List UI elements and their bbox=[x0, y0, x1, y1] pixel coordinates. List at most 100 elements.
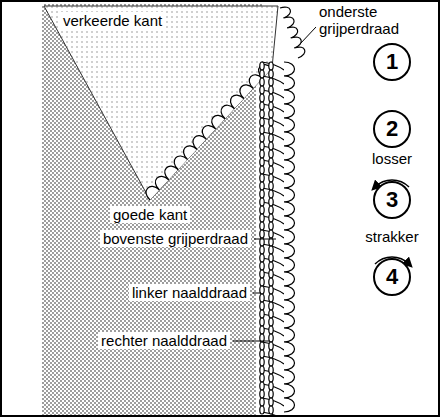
right-needle-stitch bbox=[269, 166, 273, 174]
right-needle-stitch bbox=[269, 358, 273, 366]
right-needle-stitch bbox=[269, 158, 273, 166]
part-label: rechter naalddraad bbox=[98, 332, 230, 349]
callout-number: 4 bbox=[386, 266, 398, 288]
upper-looper-thread bbox=[262, 174, 284, 182]
right-needle-stitch bbox=[269, 398, 273, 406]
right-needle-stitch bbox=[269, 230, 273, 238]
left-needle-stitch bbox=[260, 150, 264, 158]
left-needle-stitch bbox=[260, 70, 264, 78]
left-needle-stitch bbox=[260, 190, 264, 198]
seam-strip bbox=[256, 60, 284, 415]
left-needle-stitch bbox=[260, 318, 264, 326]
right-needle-stitch bbox=[269, 254, 273, 262]
right-needle-stitch bbox=[269, 150, 273, 158]
stitch-loop bbox=[284, 104, 295, 118]
left-needle-stitch bbox=[260, 182, 264, 190]
left-needle-stitch bbox=[260, 126, 264, 134]
setting-circle: 2 bbox=[373, 110, 411, 148]
upper-looper-thread bbox=[262, 398, 284, 406]
right-needle-stitch bbox=[269, 198, 273, 206]
stitch-loop bbox=[284, 244, 295, 258]
left-needle-stitch bbox=[260, 326, 264, 334]
left-needle-stitch bbox=[260, 262, 264, 270]
right-needle-stitch bbox=[269, 174, 273, 182]
right-needle-stitch bbox=[269, 334, 273, 342]
stitch-loop bbox=[284, 230, 295, 244]
right-needle-stitch bbox=[269, 86, 273, 94]
stitch-loop bbox=[284, 258, 295, 272]
stitch-loop bbox=[294, 47, 304, 58]
stitch-loop bbox=[284, 76, 295, 90]
right-needle-stitch bbox=[269, 270, 273, 278]
right-needle-stitch bbox=[269, 222, 273, 230]
right-needle-stitch bbox=[269, 350, 273, 358]
left-needle-stitch bbox=[260, 350, 264, 358]
upper-looper-thread bbox=[262, 286, 284, 294]
upper-looper-thread bbox=[262, 230, 284, 238]
part-label: linker naalddraad bbox=[129, 284, 250, 301]
stitch-loop bbox=[284, 188, 295, 202]
stitch-loop bbox=[284, 356, 295, 370]
right-needle-stitch bbox=[269, 326, 273, 334]
right-needle-stitch bbox=[269, 134, 273, 142]
left-needle-stitch bbox=[260, 198, 264, 206]
left-needle-stitch bbox=[260, 366, 264, 374]
stitch-loop bbox=[280, 7, 290, 18]
stitch-loop bbox=[284, 398, 295, 412]
right-needle-stitch bbox=[269, 406, 273, 414]
right-needle-stitch bbox=[269, 182, 273, 190]
right-needle-stitch bbox=[269, 94, 273, 102]
left-needle-stitch bbox=[260, 214, 264, 222]
left-needle-stitch bbox=[260, 294, 264, 302]
stitch-loop bbox=[284, 342, 295, 356]
stitch-loop bbox=[284, 216, 295, 230]
part-label: goede kant bbox=[110, 206, 190, 223]
left-needle-stitch bbox=[260, 374, 264, 382]
left-needle-stitch bbox=[260, 86, 264, 94]
right-needle-stitch bbox=[269, 246, 273, 254]
right-needle-stitch bbox=[269, 302, 273, 310]
stitch-loop bbox=[284, 160, 295, 174]
left-needle-stitch bbox=[260, 302, 264, 310]
stitch-loop bbox=[284, 132, 295, 146]
left-needle-stitch bbox=[260, 382, 264, 390]
stitch-loop bbox=[284, 286, 295, 300]
upper-looper-thread bbox=[262, 342, 284, 350]
left-needle-stitch bbox=[260, 142, 264, 150]
left-needle-stitch bbox=[260, 342, 264, 350]
left-needle-stitch bbox=[260, 110, 264, 118]
left-needle-stitch bbox=[260, 206, 264, 214]
left-needle-stitch bbox=[260, 254, 264, 262]
right-needle-stitch bbox=[269, 262, 273, 270]
right-needle-stitch bbox=[269, 342, 273, 350]
right-needle-stitch bbox=[269, 110, 273, 118]
left-needle-stitch bbox=[260, 134, 264, 142]
left-needle-stitch bbox=[260, 222, 264, 230]
right-needle-stitch bbox=[269, 62, 273, 70]
stitch-loop bbox=[284, 17, 294, 28]
left-needle-stitch bbox=[260, 310, 264, 318]
left-needle-stitch bbox=[260, 158, 264, 166]
stitch-loop bbox=[284, 90, 295, 104]
left-needle-stitch bbox=[260, 118, 264, 126]
setting-circle: 3 bbox=[373, 181, 411, 219]
stitch-loop bbox=[291, 37, 301, 48]
stitch-loop bbox=[284, 118, 295, 132]
fabric-flap bbox=[44, 6, 278, 200]
part-label: onderste grijperdraad bbox=[316, 3, 426, 37]
callout-number: 2 bbox=[386, 118, 398, 140]
left-needle-stitch bbox=[260, 358, 264, 366]
stitch-loop bbox=[284, 384, 295, 398]
stitch-loop bbox=[284, 202, 295, 216]
left-needle-stitch bbox=[260, 398, 264, 406]
stitch-loop bbox=[284, 300, 295, 314]
stitch-loop bbox=[284, 328, 295, 342]
left-needle-stitch bbox=[260, 406, 264, 414]
stitch-loop bbox=[284, 62, 295, 76]
right-needle-stitch bbox=[269, 102, 273, 110]
right-needle-stitch bbox=[269, 118, 273, 126]
right-needle-stitch bbox=[269, 78, 273, 86]
part-label: verkeerde kant bbox=[60, 12, 165, 29]
right-needle-stitch bbox=[269, 278, 273, 286]
